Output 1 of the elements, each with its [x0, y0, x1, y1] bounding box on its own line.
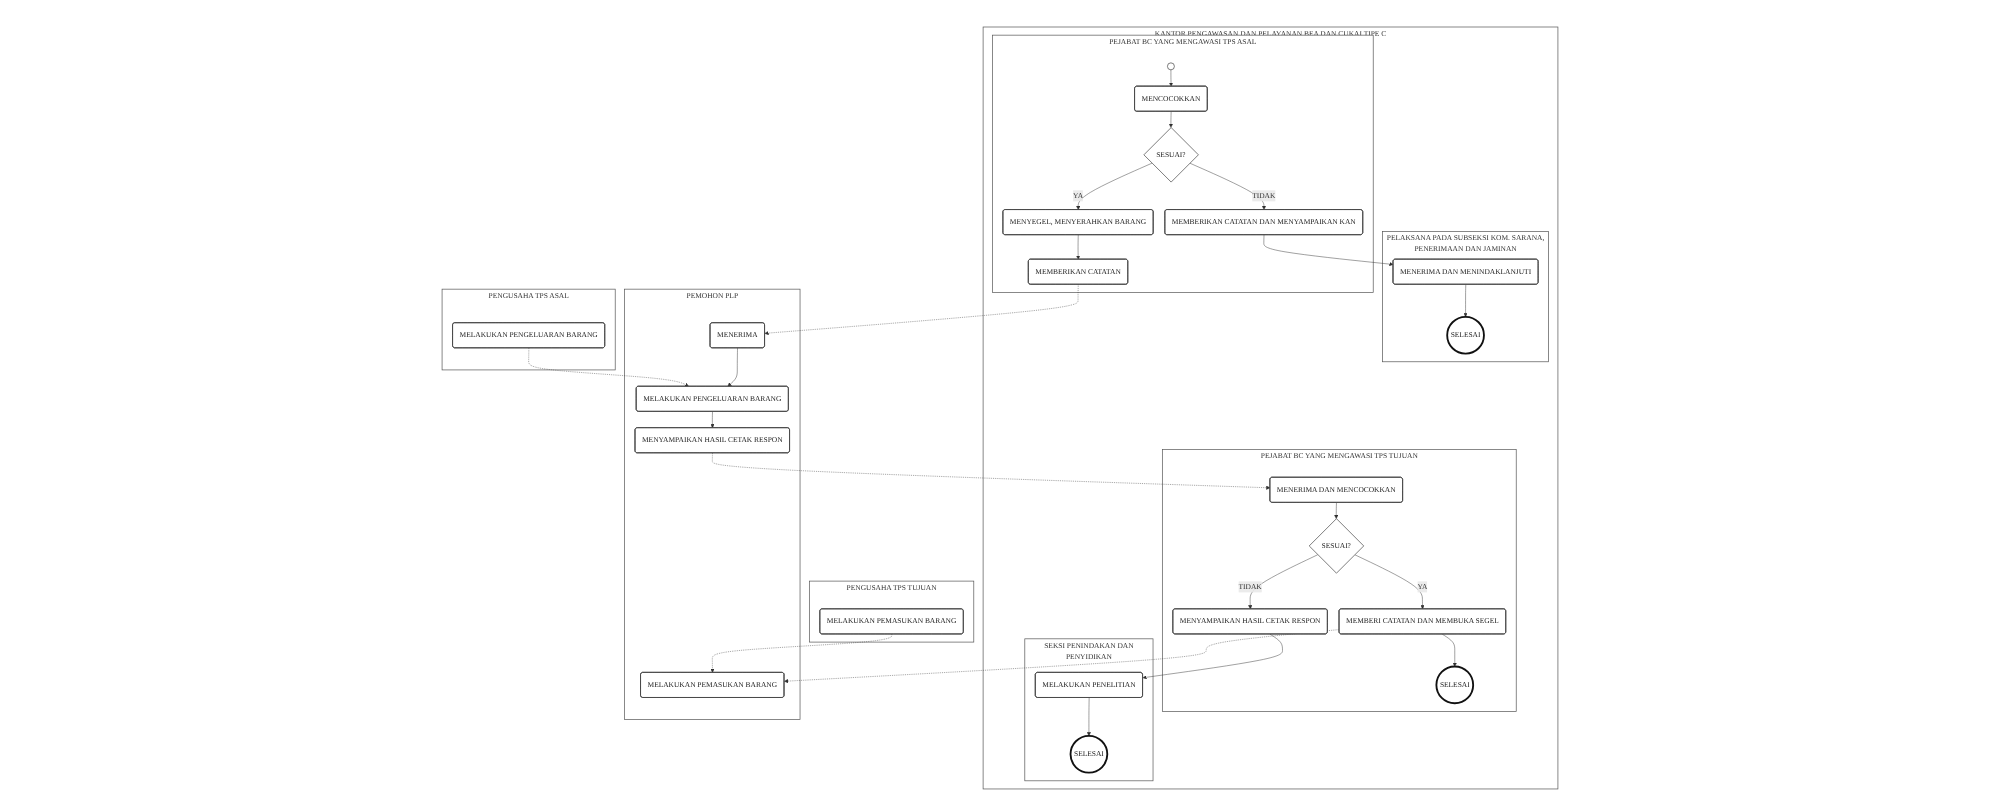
node-circle — [1167, 62, 1175, 71]
